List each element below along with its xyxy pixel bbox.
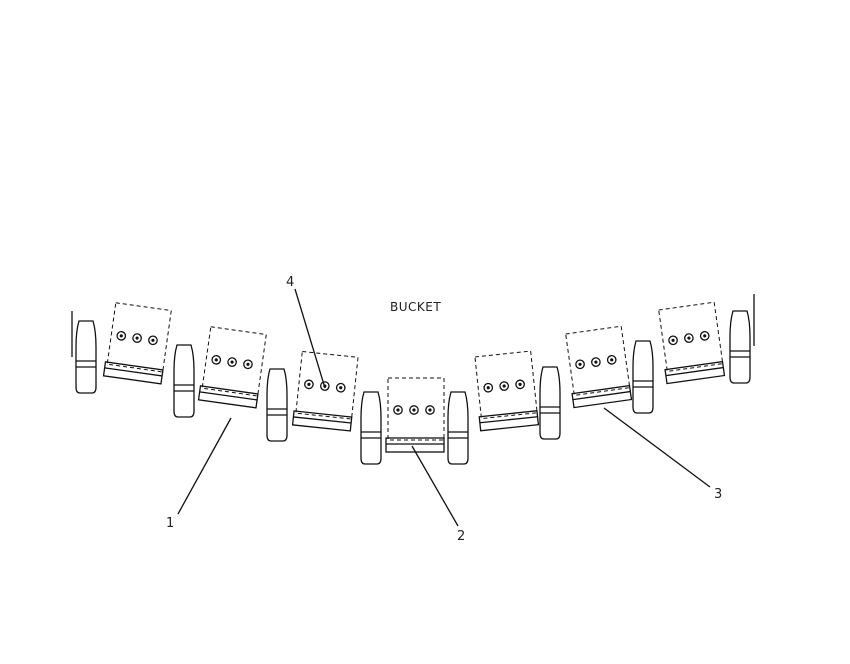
bolt-icon [335,382,346,393]
edge-segment [102,302,172,385]
cutting-edge-line [104,367,163,377]
mounting-plate [565,325,631,396]
cutting-edge [197,385,259,409]
bolt-icon [668,335,678,346]
bolt-icon [304,379,314,390]
bolt-center [428,408,432,412]
bolt-icon [319,381,330,391]
bolt-center [502,384,506,388]
edge-segment [565,325,633,409]
leader-line-4 [294,288,326,389]
cutting-edge [571,384,633,409]
leader-line-3 [603,407,711,488]
callout-4: 4 [286,275,294,290]
edge-segment [385,377,445,453]
bolt-center [412,408,416,412]
bolt-center [578,362,582,366]
callout-2: 2 [457,529,465,544]
bolt-center [214,358,218,362]
bolt-icon [483,382,494,393]
bolt-center [230,360,234,364]
cutting-edge-line [293,416,352,424]
cutting-edge [102,361,164,385]
tooth-adapter [632,340,654,414]
cutting-edge [664,360,726,385]
bolt-icon [591,357,601,367]
tooth-body [632,340,654,414]
bolt-icon [132,333,142,343]
tooth-body [266,368,288,442]
tooth-adapter [173,344,195,418]
mounting-plate [201,326,267,397]
tooth-adapter [447,391,469,465]
tooth-body [729,310,751,384]
bolt-center [687,336,691,340]
bolt-icon [699,331,710,341]
edge-segment [658,301,726,385]
bolt-icon [211,355,222,365]
cutting-edge [291,410,353,432]
bolt-center [339,386,343,390]
cutting-edge [478,410,540,432]
mounting-plate [106,302,172,373]
tooth-body [447,391,469,465]
diagram-title: BUCKET [390,300,441,314]
edge-segment [474,350,540,432]
bolt-icon [116,331,127,341]
edge-segment [197,326,267,409]
bolt-icon [606,355,617,365]
mounting-plate [658,301,724,372]
bolt-icon [684,333,694,343]
tooth-adapter [539,366,561,440]
bolt-icon [575,359,585,370]
cutting-edge-line [199,391,258,401]
bolt-center [396,408,400,412]
tooth-adapter [729,310,751,384]
cutting-edge-segments [102,301,726,453]
bolt-icon [499,381,510,391]
bolt-icon [148,335,158,346]
cutting-edge-line [665,366,724,377]
bolt-icon [409,405,419,415]
bolt-icon [227,357,237,367]
bolt-center [486,386,490,390]
edge-segment [291,350,359,432]
bolt-center [610,358,614,362]
tooth-adapter [360,391,382,465]
cutting-edge-line [572,390,631,401]
bolt-center [594,360,598,364]
tooth-adapters [71,294,755,465]
tooth-adapter [266,368,288,442]
mounting-plate [387,377,445,441]
bolt-center [119,334,123,338]
tooth-body [75,320,97,394]
leader-line-1 [177,417,232,515]
mounting-plate [474,350,538,420]
bolt-center [246,362,250,366]
bolt-icon [243,359,253,370]
bolt-icon [515,379,525,390]
bolt-icon [393,405,403,415]
callout-3: 3 [714,487,722,502]
leader-line-2 [411,445,459,527]
mounting-plate [295,350,359,420]
bolt-icon [425,405,435,415]
bolt-center [703,334,707,338]
tooth-body [173,344,195,418]
cutting-edge-line [479,416,538,424]
tooth-body [539,366,561,440]
bolt-center [307,382,311,386]
tooth-adapter [75,320,97,394]
callout-1: 1 [166,516,174,531]
bolt-center [151,338,155,342]
tooth-body [360,391,382,465]
bolt-center [671,338,675,342]
bolt-center [135,336,139,340]
bolt-center [518,382,522,386]
